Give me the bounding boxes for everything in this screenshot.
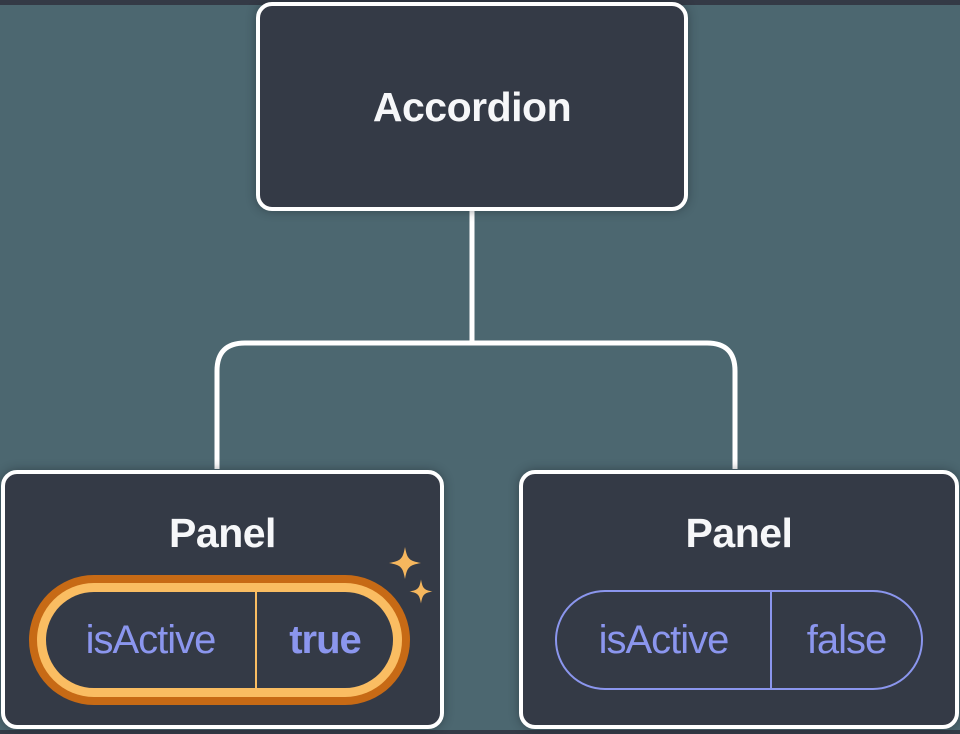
node-panel-active-label: Panel — [169, 510, 276, 556]
state-value-label: false — [806, 618, 887, 662]
node-accordion: Accordion — [256, 2, 688, 211]
state-value-cell: false — [772, 592, 921, 688]
node-panel-inactive-label: Panel — [685, 510, 793, 556]
state-pill-active: isActive true — [29, 575, 410, 705]
state-pill-divider — [770, 592, 772, 688]
state-key-label: isActive — [85, 618, 217, 662]
state-value-label: true — [289, 618, 362, 662]
state-key-label: isActive — [598, 618, 730, 662]
state-pill-inactive: isActive false — [555, 590, 923, 690]
node-accordion-label: Accordion — [372, 83, 572, 130]
state-key-cell: isActive — [46, 592, 255, 688]
state-pill-divider — [255, 592, 257, 688]
state-key-cell: isActive — [557, 592, 770, 688]
state-pill-active-ring: isActive true — [37, 583, 402, 697]
state-pill-active-body: isActive true — [46, 592, 393, 688]
state-value-cell: true — [257, 592, 393, 688]
